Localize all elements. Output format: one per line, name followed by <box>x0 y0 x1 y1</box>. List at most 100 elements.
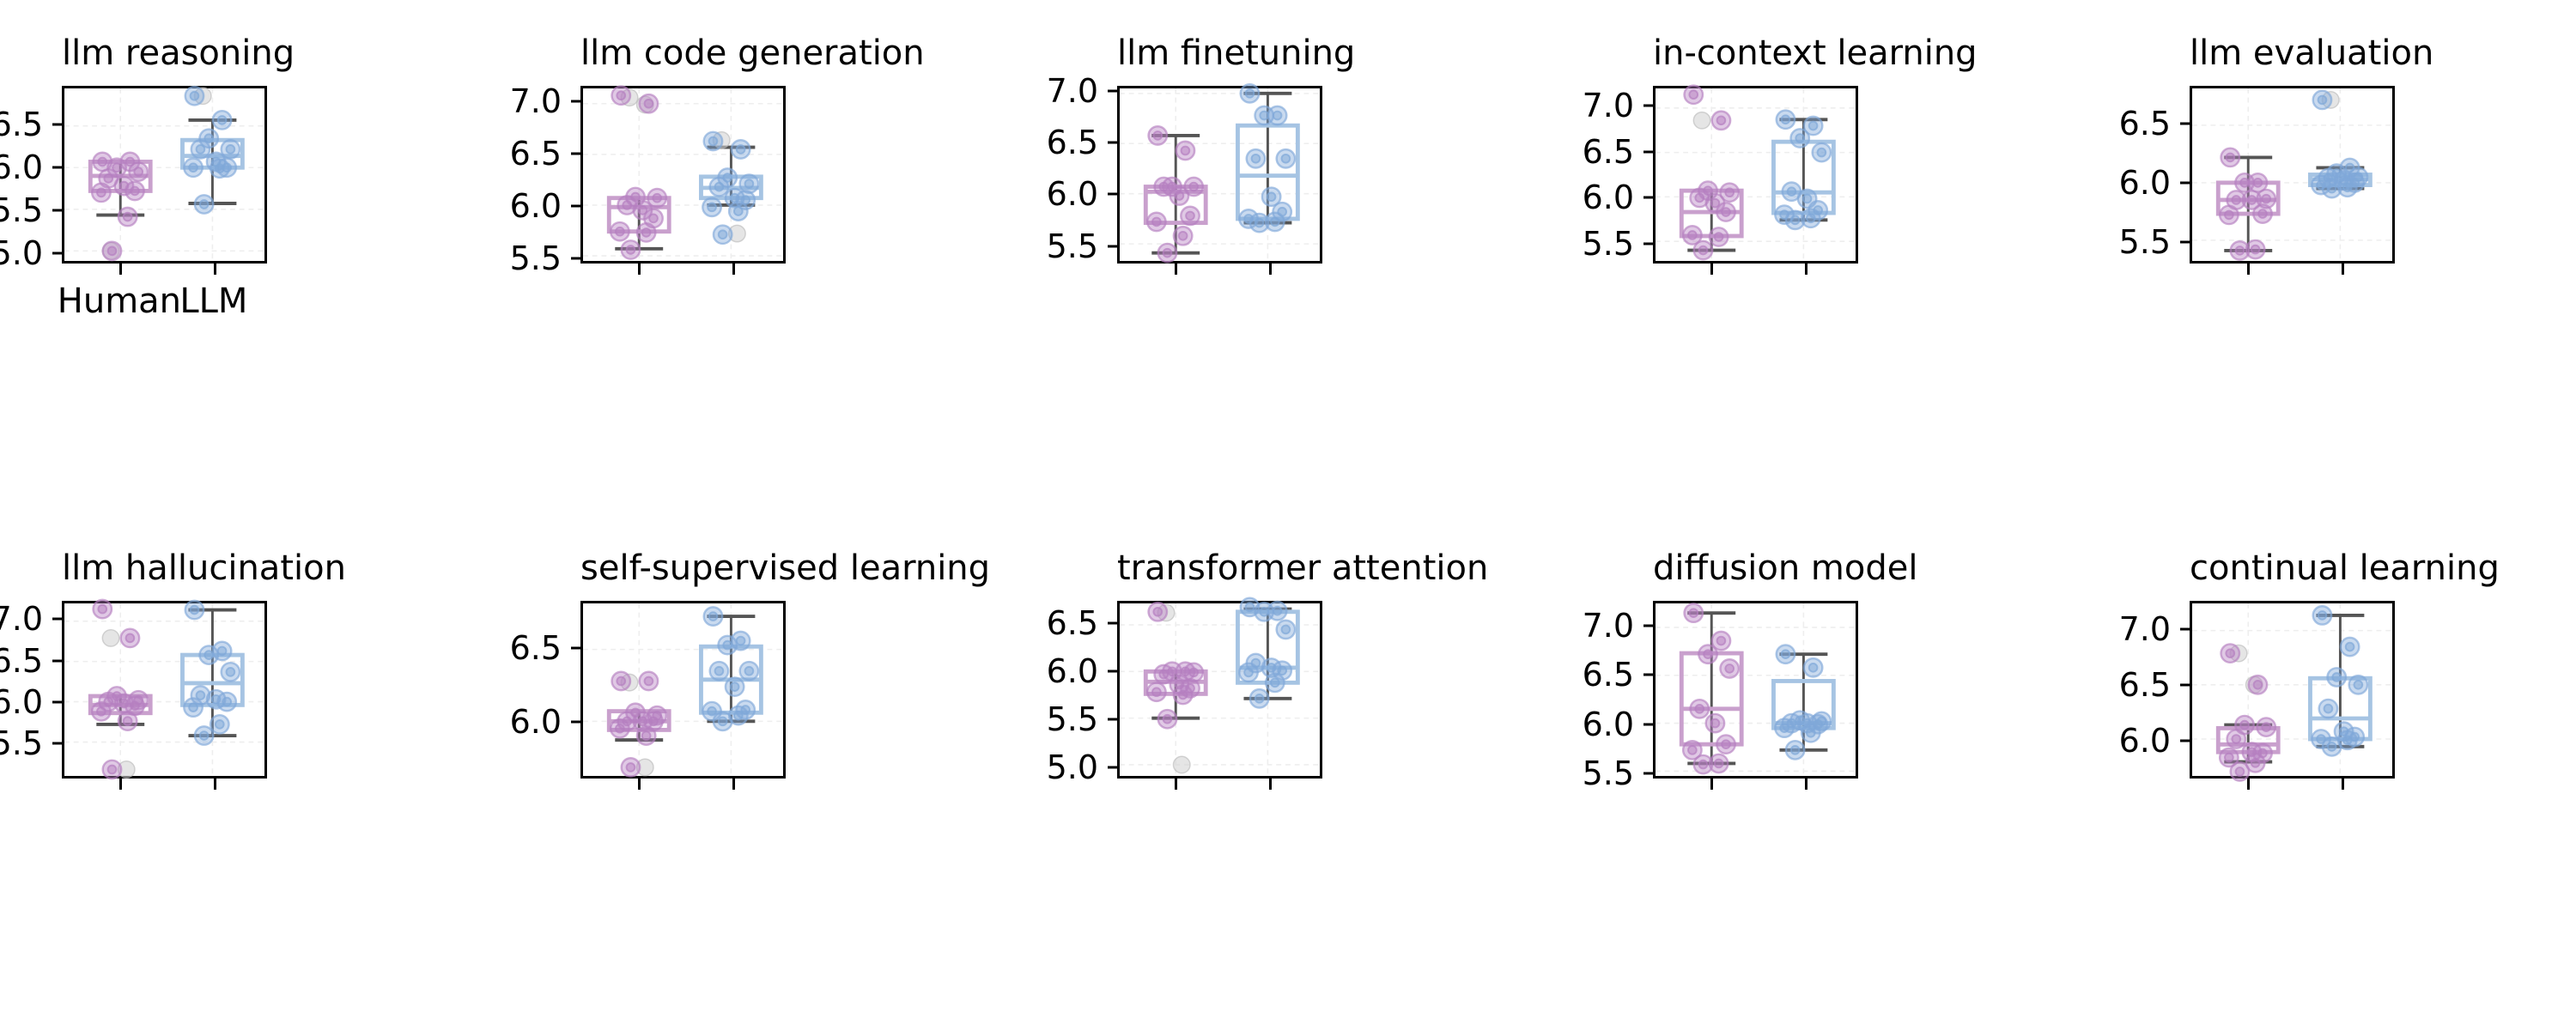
data-point-core <box>1703 649 1713 660</box>
data-point-core <box>616 90 627 101</box>
data-point-core <box>122 211 133 222</box>
y-tick-mark <box>1108 89 1117 93</box>
y-tick-label: 5.5 <box>1046 700 1098 738</box>
data-point-core <box>1272 605 1283 616</box>
data-point-core <box>1713 232 1724 242</box>
panel-title: transformer attention <box>1117 548 1489 588</box>
data-point-neutral <box>727 224 746 243</box>
y-tick-label: 6.5 <box>2118 665 2171 704</box>
plot-area <box>1117 82 1322 264</box>
plot-canvas <box>583 85 783 261</box>
data-point-core <box>616 676 627 687</box>
x-tick-mark <box>1268 779 1272 790</box>
y-tick-label: 5.5 <box>1046 227 1098 265</box>
data-point-core <box>1687 745 1698 755</box>
y-tick-label: 7.0 <box>1582 606 1634 645</box>
data-point-core <box>214 163 225 174</box>
plot-area <box>62 598 267 780</box>
data-point-core <box>1780 649 1791 660</box>
data-point-core <box>1177 230 1188 241</box>
panel-title: llm evaluation <box>2190 33 2434 73</box>
y-tick-label: 6.0 <box>509 187 562 226</box>
data-point-core <box>735 144 746 154</box>
plot-area <box>580 601 786 779</box>
data-point-core <box>2225 152 2236 163</box>
data-point-core <box>2231 734 2242 744</box>
data-point-core <box>1805 213 1816 224</box>
plot-canvas <box>1120 597 1320 776</box>
data-point-core <box>133 167 144 177</box>
data-point-core <box>1724 187 1735 198</box>
data-point-core <box>707 706 717 717</box>
data-point-core <box>1801 193 1813 204</box>
boxplot-llm <box>699 606 763 732</box>
panel-title: continual learning <box>2190 548 2500 588</box>
data-point-core <box>625 762 636 772</box>
y-tick-mark <box>1643 150 1653 154</box>
y-tick-mark <box>52 742 62 745</box>
data-point-core <box>729 682 740 692</box>
data-point-core <box>2317 94 2328 106</box>
data-point-core <box>1254 217 1265 228</box>
boxplot-llm <box>1236 82 1300 233</box>
y-tick-label: 6.5 <box>2118 105 2171 143</box>
data-point-core <box>195 690 206 700</box>
data-point-core <box>103 173 114 184</box>
panel-title: self-supervised learning <box>580 548 991 588</box>
data-point-core <box>106 245 118 257</box>
data-point-core <box>732 206 744 216</box>
x-tick-mark <box>2246 264 2250 275</box>
data-point-core <box>1162 247 1173 258</box>
x-tick-mark <box>118 779 122 790</box>
y-tick-label: 7.0 <box>2118 609 2171 648</box>
boxplot-llm <box>180 85 245 215</box>
data-point-core <box>1786 186 1797 197</box>
y-tick-mark <box>52 123 62 126</box>
data-point-core <box>744 179 755 189</box>
data-point-core <box>714 181 725 192</box>
data-point-core <box>2239 178 2250 188</box>
data-point-core <box>225 144 236 154</box>
data-point-core <box>2326 183 2337 194</box>
data-point-core <box>122 716 133 726</box>
x-tick-mark <box>1710 264 1713 275</box>
plot-canvas <box>1656 84 1856 261</box>
data-point-core <box>2353 679 2364 690</box>
boxplot-human <box>1679 84 1744 261</box>
data-point-core <box>1710 718 1721 729</box>
x-tick-mark <box>213 779 216 790</box>
boxplot-human <box>88 598 153 780</box>
plot-area <box>2190 86 2395 264</box>
x-tick-label-human: Human <box>57 282 182 321</box>
data-point-core <box>1280 153 1291 164</box>
data-point-core <box>214 719 225 730</box>
data-point-core <box>1280 624 1291 635</box>
y-tick-label: 5.5 <box>2118 223 2171 262</box>
y-tick-mark <box>1643 673 1653 676</box>
y-tick-mark <box>2180 122 2190 125</box>
y-tick-label: 6.5 <box>0 641 43 680</box>
data-point-core <box>2261 193 2272 204</box>
data-point-core <box>1269 216 1280 227</box>
data-point-core <box>708 136 719 147</box>
y-tick-mark <box>52 166 62 169</box>
data-point-core <box>2252 178 2263 188</box>
data-point-core <box>1269 677 1280 688</box>
data-point-core <box>1250 153 1261 164</box>
data-point-neutral <box>1172 755 1191 774</box>
data-point-core <box>652 192 663 203</box>
data-point-core <box>2224 209 2234 221</box>
y-tick-mark <box>1643 242 1653 245</box>
data-point-core <box>1795 133 1806 143</box>
boxplot-human <box>1143 125 1208 264</box>
data-point-core <box>2231 195 2242 205</box>
y-tick-label: 5.5 <box>0 191 43 229</box>
y-tick-label: 6.5 <box>1046 124 1098 162</box>
data-point-core <box>130 185 140 197</box>
y-tick-mark <box>1643 723 1653 726</box>
data-point-core <box>2323 703 2334 714</box>
data-point-core <box>198 730 210 741</box>
